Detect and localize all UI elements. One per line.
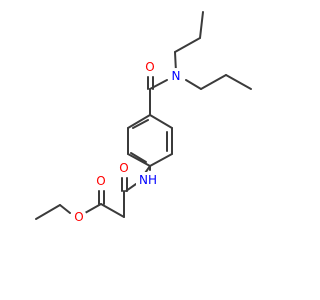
- molecule-structure: O N NH O O O: [35, 11, 252, 225]
- bond-lines: [35, 11, 252, 220]
- bond-ethyl-2: [35, 204, 61, 220]
- atom-ester-carbonyl-oxygen: O: [93, 173, 109, 189]
- bond-ring-inner-3: [132, 119, 149, 129]
- bond-ring-6: [127, 114, 151, 129]
- bond-ring-4: [127, 153, 151, 167]
- bond-ring-1: [149, 114, 173, 129]
- atom-amine-nitrogen: N: [168, 68, 184, 84]
- bond-n-propyl-b2: [200, 74, 227, 90]
- bond-ester-carbon-o: [84, 203, 102, 214]
- atom-ester-oxygen: O: [71, 209, 87, 225]
- bond-o-ethyl-1: [59, 204, 71, 214]
- atom-amide-nh: NH: [136, 172, 160, 188]
- bond-ring-3: [149, 153, 173, 167]
- atom-label-amide-nh: NH: [139, 173, 157, 187]
- bond-n-propyl-b3: [225, 74, 252, 90]
- bond-n-propyl-a3: [199, 11, 204, 39]
- bond-ring-inner-2: [130, 152, 147, 163]
- bond-n-propyl-b1: [185, 79, 202, 90]
- bond-n-propyl-a2: [174, 37, 201, 53]
- atom-label-amide-o: O: [145, 60, 154, 74]
- atom-label-amine-n: N: [172, 69, 181, 83]
- bond-ch2-ester-carbon: [100, 203, 125, 218]
- atom-amide-oxygen: O: [142, 59, 158, 75]
- atom-label-keto-o: O: [119, 161, 128, 175]
- bond-carbonyl-n: [149, 79, 168, 90]
- atom-label-ester-o: O: [74, 210, 83, 224]
- atom-keto-oxygen: O: [116, 160, 132, 176]
- atom-label-ester-carbonyl-o: O: [96, 174, 105, 188]
- atom-labels: O N NH O O O: [71, 59, 184, 225]
